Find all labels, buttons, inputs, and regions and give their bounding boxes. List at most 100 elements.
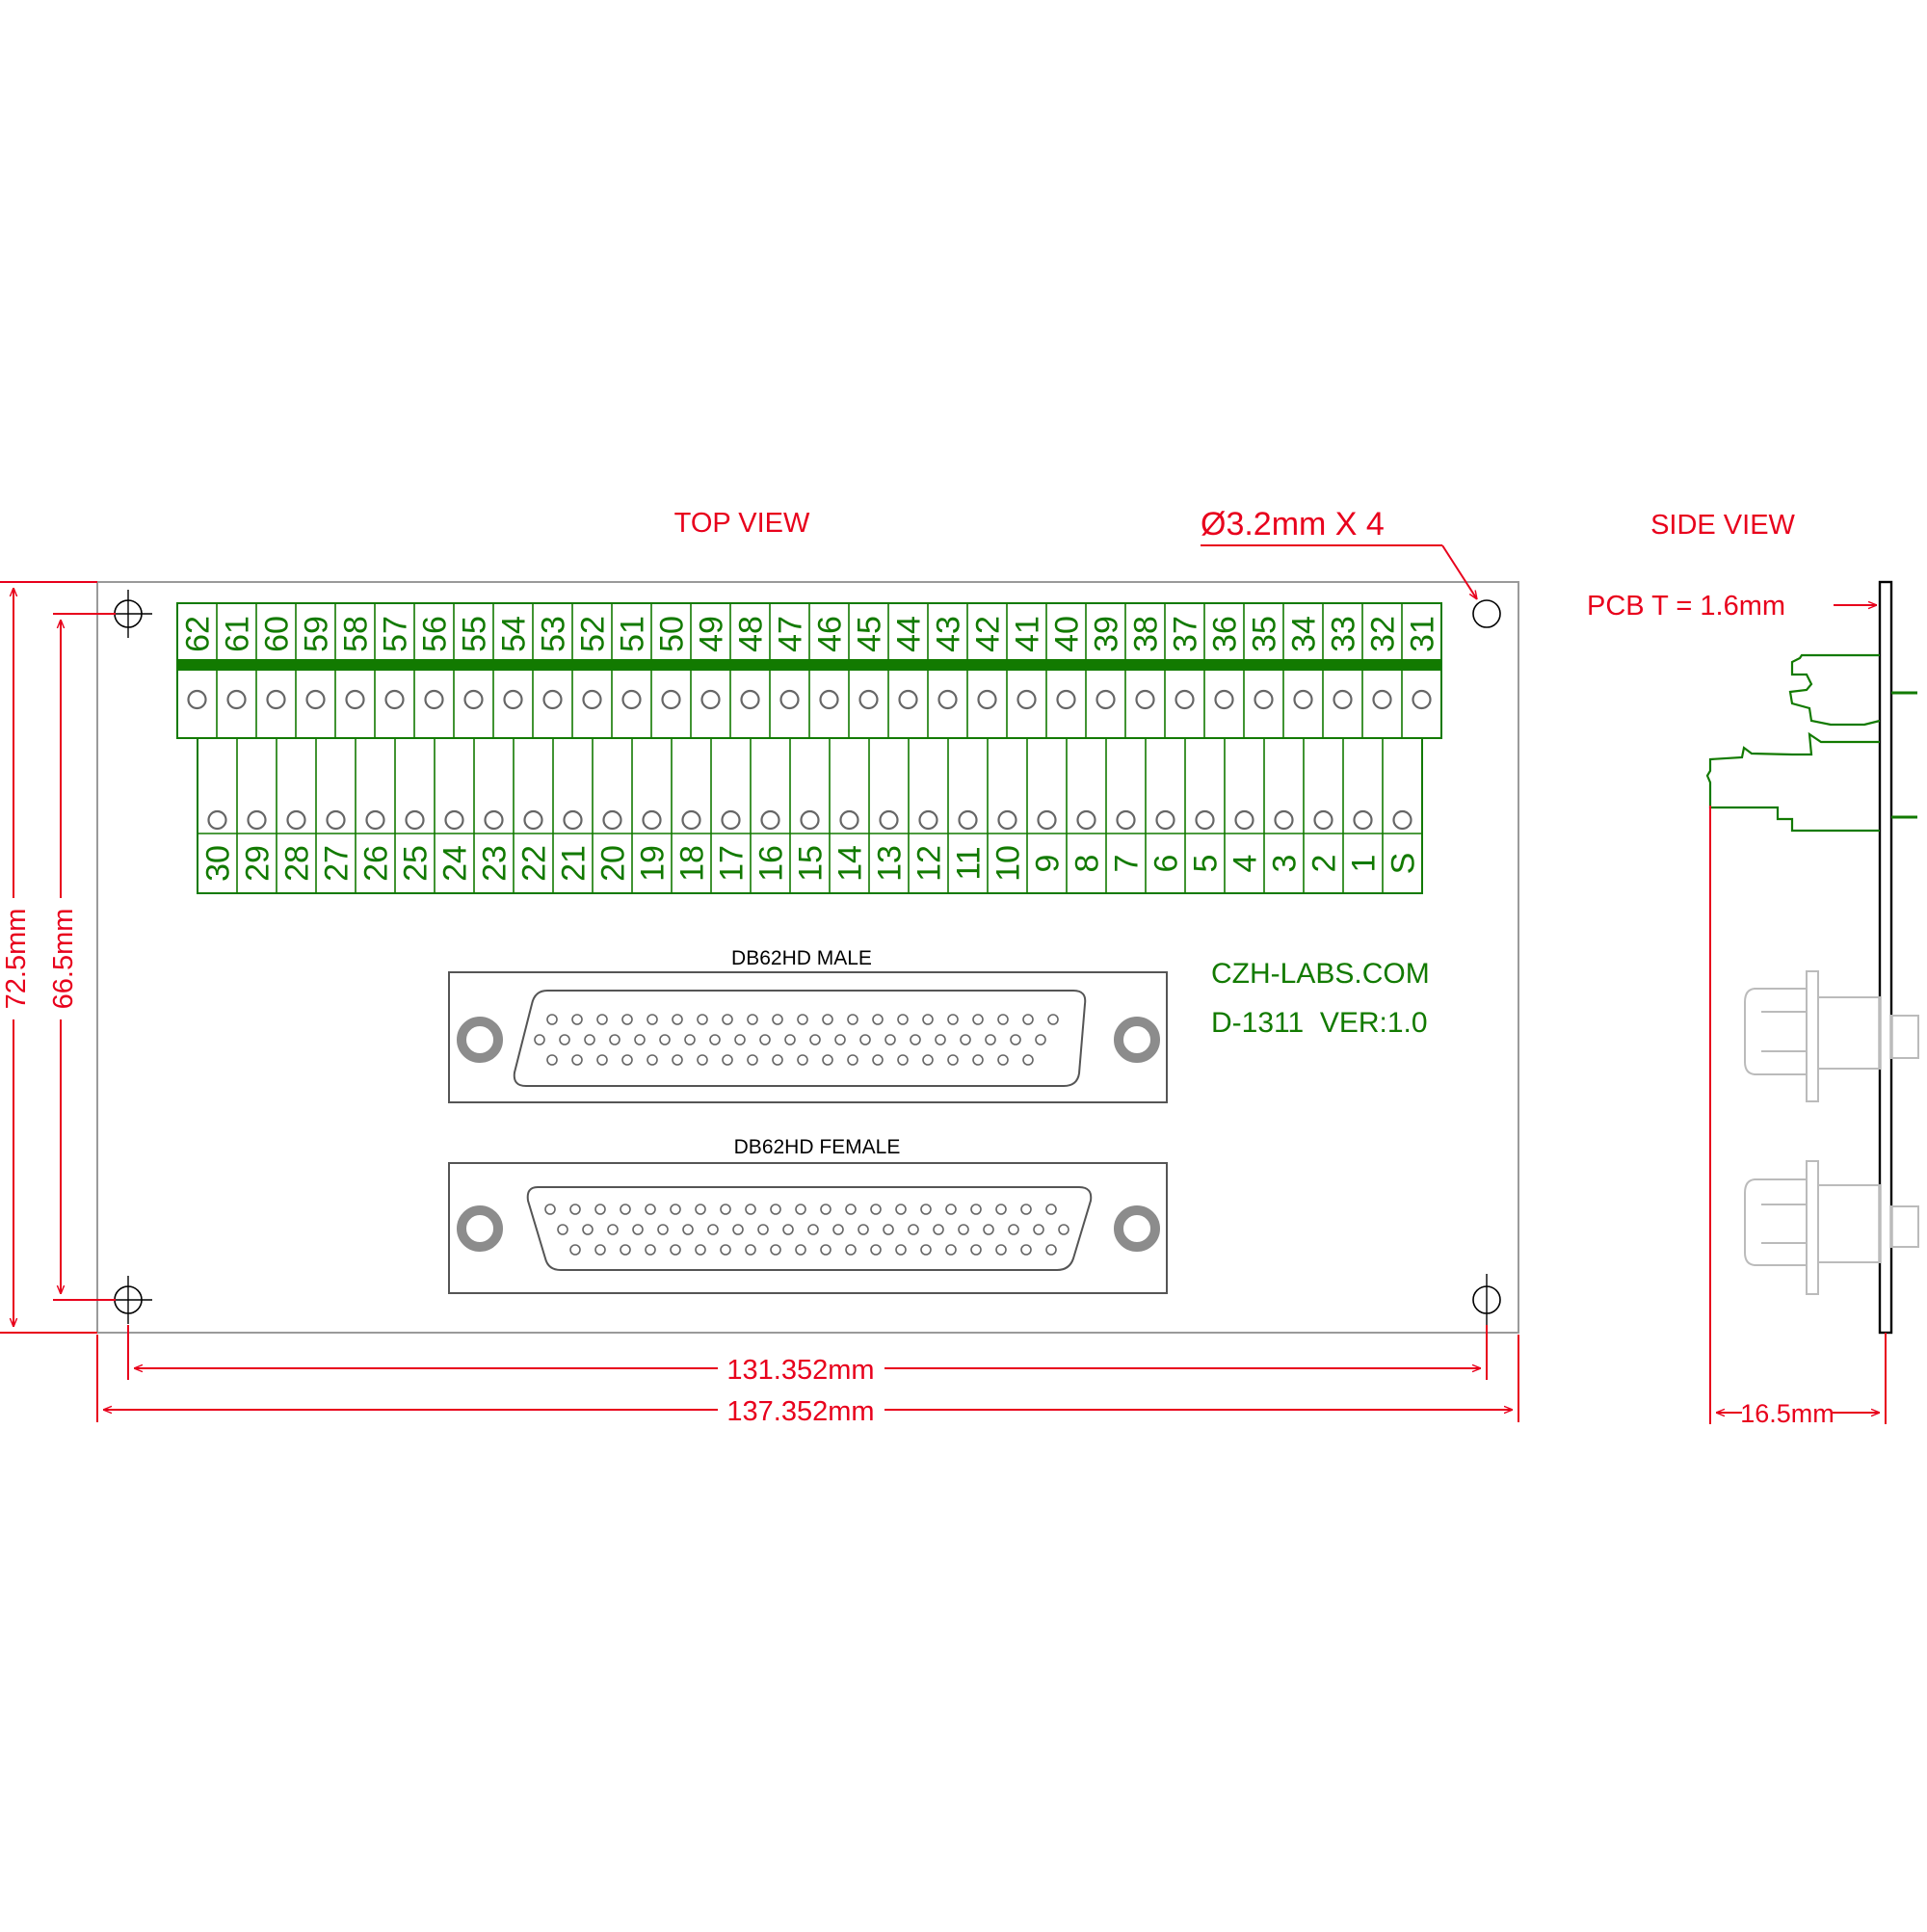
connector-pin (908, 1224, 919, 1235)
connector-pin (672, 1014, 683, 1025)
connector-pin (797, 1054, 808, 1066)
connector-pin (820, 1244, 832, 1256)
connector-pin (596, 1014, 608, 1025)
upper-terminal-screw (1214, 689, 1234, 710)
lower-terminal-label: 4 (1227, 855, 1264, 873)
upper-terminal-label: 36 (1207, 616, 1244, 652)
upper-terminal-screw (858, 689, 879, 710)
upper-terminal-label: 54 (496, 616, 533, 652)
upper-terminal-screw (582, 689, 602, 710)
lower-terminal-label: 1 (1346, 855, 1383, 873)
connector-pin (845, 1204, 857, 1215)
side-depth-label: 16.5mm (1740, 1399, 1835, 1428)
connector-pin (546, 1054, 558, 1066)
model-label: D-1311 VER:1.0 (1211, 1007, 1428, 1039)
upper-terminal-screw (621, 689, 642, 710)
connector-pin (747, 1014, 758, 1025)
connector-pin (697, 1054, 708, 1066)
side-connector-male (1744, 970, 1919, 1102)
lower-terminal-label: 30 (200, 845, 237, 882)
upper-terminal-screw (1016, 689, 1037, 710)
lower-terminal-screw (405, 809, 425, 831)
lower-terminal-label: 3 (1267, 855, 1304, 873)
connector-pin (933, 1224, 944, 1235)
connector-pin (759, 1034, 771, 1045)
connector-pin (797, 1014, 808, 1025)
upper-terminal-screw (700, 689, 721, 710)
connector-pin (795, 1244, 806, 1256)
connector-pin (872, 1014, 884, 1025)
db62-female-connector: DB62HD FEMALE (448, 1136, 1168, 1294)
connector-pin (682, 1224, 694, 1235)
upper-terminal-label: 59 (299, 616, 335, 652)
upper-terminal-label: 45 (852, 616, 888, 652)
upper-terminal-screw (424, 689, 444, 710)
connector-pin (670, 1244, 681, 1256)
female-pin-field (544, 1204, 1069, 1256)
upper-terminal-screw (187, 689, 207, 710)
hole-spec-leader (1441, 544, 1477, 599)
upper-terminal-screw (1254, 689, 1274, 710)
lower-terminal-screw (1234, 809, 1254, 831)
upper-terminal-label: 34 (1286, 616, 1323, 652)
connector-pin (534, 1034, 545, 1045)
lower-terminal-label: 21 (556, 845, 593, 882)
connector-pin (809, 1034, 821, 1045)
connector-pin (632, 1224, 644, 1235)
upper-terminal-label: 61 (220, 616, 256, 652)
upper-terminal-screw (819, 689, 839, 710)
pcb-thickness-label: PCB T = 1.6mm (1587, 591, 1785, 622)
lower-terminal-screw (681, 809, 701, 831)
dimension-height-inner: 66.5mm (48, 613, 116, 1301)
lower-terminal-label: 17 (714, 845, 751, 882)
connector-pin (920, 1204, 932, 1215)
connector-pin (684, 1034, 696, 1045)
connector-pin (935, 1034, 946, 1045)
lower-terminal-label: 6 (1148, 855, 1185, 873)
connector-pin (1047, 1014, 1059, 1025)
connector-pin (895, 1244, 907, 1256)
connector-pin (596, 1054, 608, 1066)
lower-terminal-screw (602, 809, 622, 831)
connector-pin (772, 1054, 783, 1066)
upper-terminal-screw (977, 689, 997, 710)
connector-pin (782, 1224, 794, 1235)
male-pin-field (534, 1014, 1059, 1066)
connector-pin (1020, 1244, 1032, 1256)
connector-pin (594, 1244, 606, 1256)
lower-terminal-screw (444, 809, 464, 831)
lower-terminal-screw (1195, 809, 1215, 831)
upper-terminal-screw (1412, 689, 1432, 710)
lower-terminal-label: 12 (911, 845, 948, 882)
upper-terminal-label: 37 (1168, 616, 1204, 652)
lower-terminal-label: 15 (793, 845, 830, 882)
lower-terminal-screw (523, 809, 543, 831)
upper-terminal-label: 62 (180, 616, 217, 652)
connector-pin (559, 1034, 570, 1045)
height-inner-label: 66.5mm (48, 909, 79, 1010)
lower-terminal-screw (958, 809, 978, 831)
upper-terminal-screw (542, 689, 563, 710)
upper-terminal-screw (1095, 689, 1116, 710)
upper-terminal-label: 31 (1405, 616, 1441, 652)
connector-pin (1010, 1034, 1021, 1045)
upper-terminal-screw (345, 689, 365, 710)
mount-hole-top-right (1472, 599, 1501, 628)
lower-terminal-label: 11 (951, 846, 988, 880)
connector-pin (584, 1034, 595, 1045)
connector-pin (732, 1224, 744, 1235)
male-screw-left (457, 1017, 503, 1063)
connector-pin (859, 1034, 871, 1045)
connector-pin (697, 1014, 708, 1025)
width-inner-label: 131.352mm (726, 1355, 874, 1386)
upper-terminal-label: 56 (417, 616, 454, 652)
lower-terminal-label: 19 (635, 845, 672, 882)
connector-pin (657, 1224, 669, 1235)
upper-terminal-screw (266, 689, 286, 710)
upper-terminal-label: 50 (654, 616, 691, 652)
connector-pin (807, 1224, 819, 1235)
upper-terminal-screw (1333, 689, 1353, 710)
lower-terminal-screw (484, 809, 504, 831)
lower-terminal-label: 2 (1307, 855, 1343, 873)
